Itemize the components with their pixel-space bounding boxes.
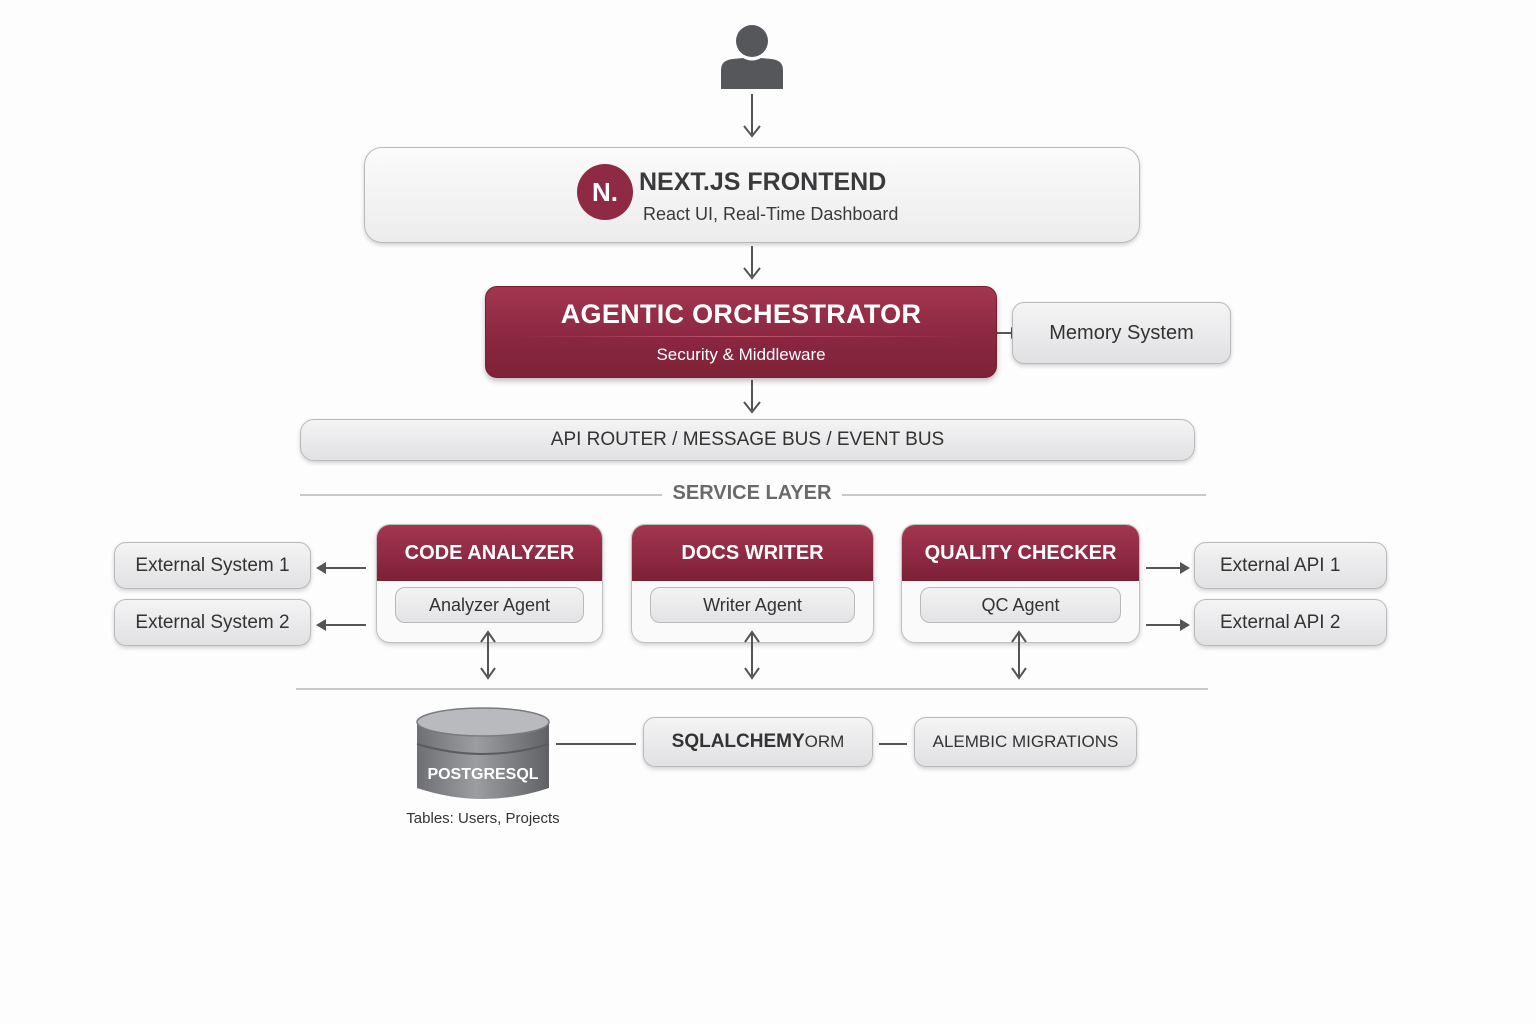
external-system-2[interactable]: External System 2 — [114, 599, 311, 646]
arrow-to-external-system-1 — [316, 562, 366, 574]
external-system-1[interactable]: External System 1 — [114, 542, 311, 589]
service-layer-label: SERVICE LAYER — [672, 482, 832, 504]
arrow-qc-to-db — [1011, 630, 1027, 680]
database-caption: Tables: Users, Projects — [406, 810, 560, 827]
service-docs-writer[interactable]: DOCS WRITER Writer Agent — [631, 524, 874, 643]
arrow-user-to-frontend — [743, 94, 761, 138]
external-system-label: External System 2 — [135, 611, 290, 633]
agent-writer[interactable]: Writer Agent — [650, 587, 855, 623]
data-layer-divider — [296, 688, 1208, 690]
user-icon — [719, 22, 785, 90]
service-title: QUALITY CHECKER — [902, 525, 1139, 581]
orchestrator-subtitle: Security & Middleware — [656, 345, 826, 364]
service-code-analyzer[interactable]: CODE ANALYZER Analyzer Agent — [376, 524, 603, 643]
service-layer-line-left — [300, 494, 662, 496]
service-quality-checker[interactable]: QUALITY CHECKER QC Agent — [901, 524, 1140, 643]
orchestrator-box[interactable]: AGENTIC ORCHESTRATOR Security & Middlewa… — [485, 286, 997, 378]
arrow-frontend-to-orchestrator — [743, 246, 761, 280]
sqlalchemy-orm-box[interactable]: SQLALCHEMY ORM — [643, 717, 873, 767]
arrow-analyzer-to-db — [480, 630, 496, 680]
alembic-migrations-box[interactable]: ALEMBIC MIGRATIONS — [914, 717, 1137, 767]
external-api-label: External API 2 — [1220, 611, 1341, 633]
api-router-bus-label: API ROUTER / MESSAGE BUS / EVENT BUS — [550, 429, 945, 450]
migrations-label: ALEMBIC MIGRATIONS — [932, 732, 1119, 751]
arrow-orchestrator-to-bus — [743, 380, 761, 414]
orchestrator-title: AGENTIC ORCHESTRATOR — [560, 299, 922, 329]
api-router-bus[interactable]: API ROUTER / MESSAGE BUS / EVENT BUS — [300, 419, 1195, 461]
orm-label-bold: SQLALCHEMY — [671, 731, 805, 752]
memory-system-box[interactable]: Memory System — [1012, 302, 1231, 364]
arrow-writer-to-db — [744, 630, 760, 680]
external-api-1[interactable]: External API 1 — [1194, 542, 1387, 589]
service-layer-line-right — [842, 494, 1206, 496]
nextjs-logo-icon: N. — [577, 164, 633, 220]
service-title: DOCS WRITER — [632, 525, 873, 581]
db-to-orm-connector — [556, 743, 636, 745]
arrow-to-external-api-2 — [1146, 619, 1190, 631]
agent-qc[interactable]: QC Agent — [920, 587, 1121, 623]
database-name: POSTGRESQL — [427, 766, 539, 783]
postgresql-database[interactable]: POSTGRESQL — [416, 706, 550, 802]
service-title: CODE ANALYZER — [377, 525, 602, 581]
arrow-to-external-system-2 — [316, 619, 366, 631]
memory-system-label: Memory System — [1049, 321, 1194, 344]
external-api-2[interactable]: External API 2 — [1194, 599, 1387, 646]
frontend-title: NEXT.JS FRONTEND — [639, 168, 887, 196]
frontend-subtitle: React UI, Real-Time Dashboard — [643, 204, 899, 224]
external-system-label: External System 1 — [135, 554, 290, 576]
orchestrator-divider — [516, 336, 966, 337]
agent-analyzer[interactable]: Analyzer Agent — [395, 587, 584, 623]
nextjs-logo-text: N. — [592, 176, 618, 207]
orm-label-light: ORM — [804, 732, 845, 751]
external-api-label: External API 1 — [1220, 554, 1341, 576]
frontend-box[interactable]: N. NEXT.JS FRONTEND React UI, Real-Time … — [364, 147, 1140, 243]
arrow-to-external-api-1 — [1146, 562, 1190, 574]
database-icon — [416, 707, 550, 799]
orm-to-migrations-connector — [879, 743, 907, 745]
